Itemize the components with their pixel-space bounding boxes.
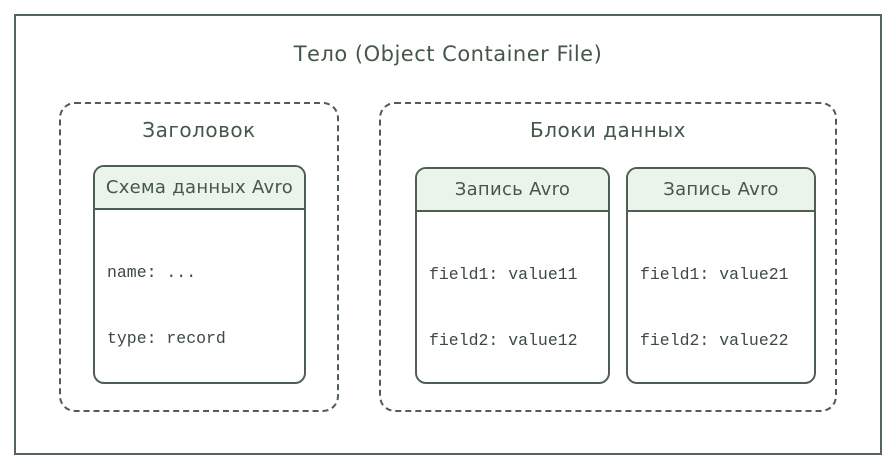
data-blocks-section-title: Блоки данных: [529, 118, 687, 142]
avro-record-box: Запись Avro field1: value11 field2: valu…: [415, 167, 610, 384]
object-container-file-box: Тело (Object Container File) Заголовок С…: [14, 14, 882, 455]
avro-record-body: field1: value21 field2: value22 ... [sys…: [628, 212, 814, 382]
avro-record-title: Запись Avro: [454, 179, 571, 200]
header-section-box: Заголовок Схема данных Avro name: ... ty…: [59, 102, 339, 412]
avro-record-body: field1: value11 field2: value12 ... [sys…: [417, 212, 608, 382]
avro-schema-header: Схема данных Avro: [95, 167, 304, 210]
avro-schema-body: name: ... type: record field1: datatype1…: [95, 210, 304, 382]
record-line: field2: value22: [640, 331, 789, 350]
avro-record-box: Запись Avro field1: value21 field2: valu…: [626, 167, 816, 384]
avro-schema-box: Схема данных Avro name: ... type: record…: [93, 165, 306, 384]
record-line: field2: value12: [429, 331, 578, 350]
diagram-title: Тело (Object Container File): [293, 42, 603, 66]
avro-record-title: Запись Avro: [663, 179, 779, 200]
avro-record-header: Запись Avro: [417, 169, 608, 212]
data-blocks-section-box: Блоки данных Запись Avro field1: value11…: [379, 102, 837, 412]
avro-record-header: Запись Avro: [628, 169, 814, 212]
header-section-title: Заголовок: [142, 118, 256, 142]
avro-schema-title: Схема данных Avro: [105, 177, 294, 198]
schema-line: name: ...: [107, 263, 197, 282]
record-line: field1: value11: [429, 265, 578, 284]
schema-line: type: record: [107, 329, 226, 348]
record-line: field1: value21: [640, 265, 789, 284]
